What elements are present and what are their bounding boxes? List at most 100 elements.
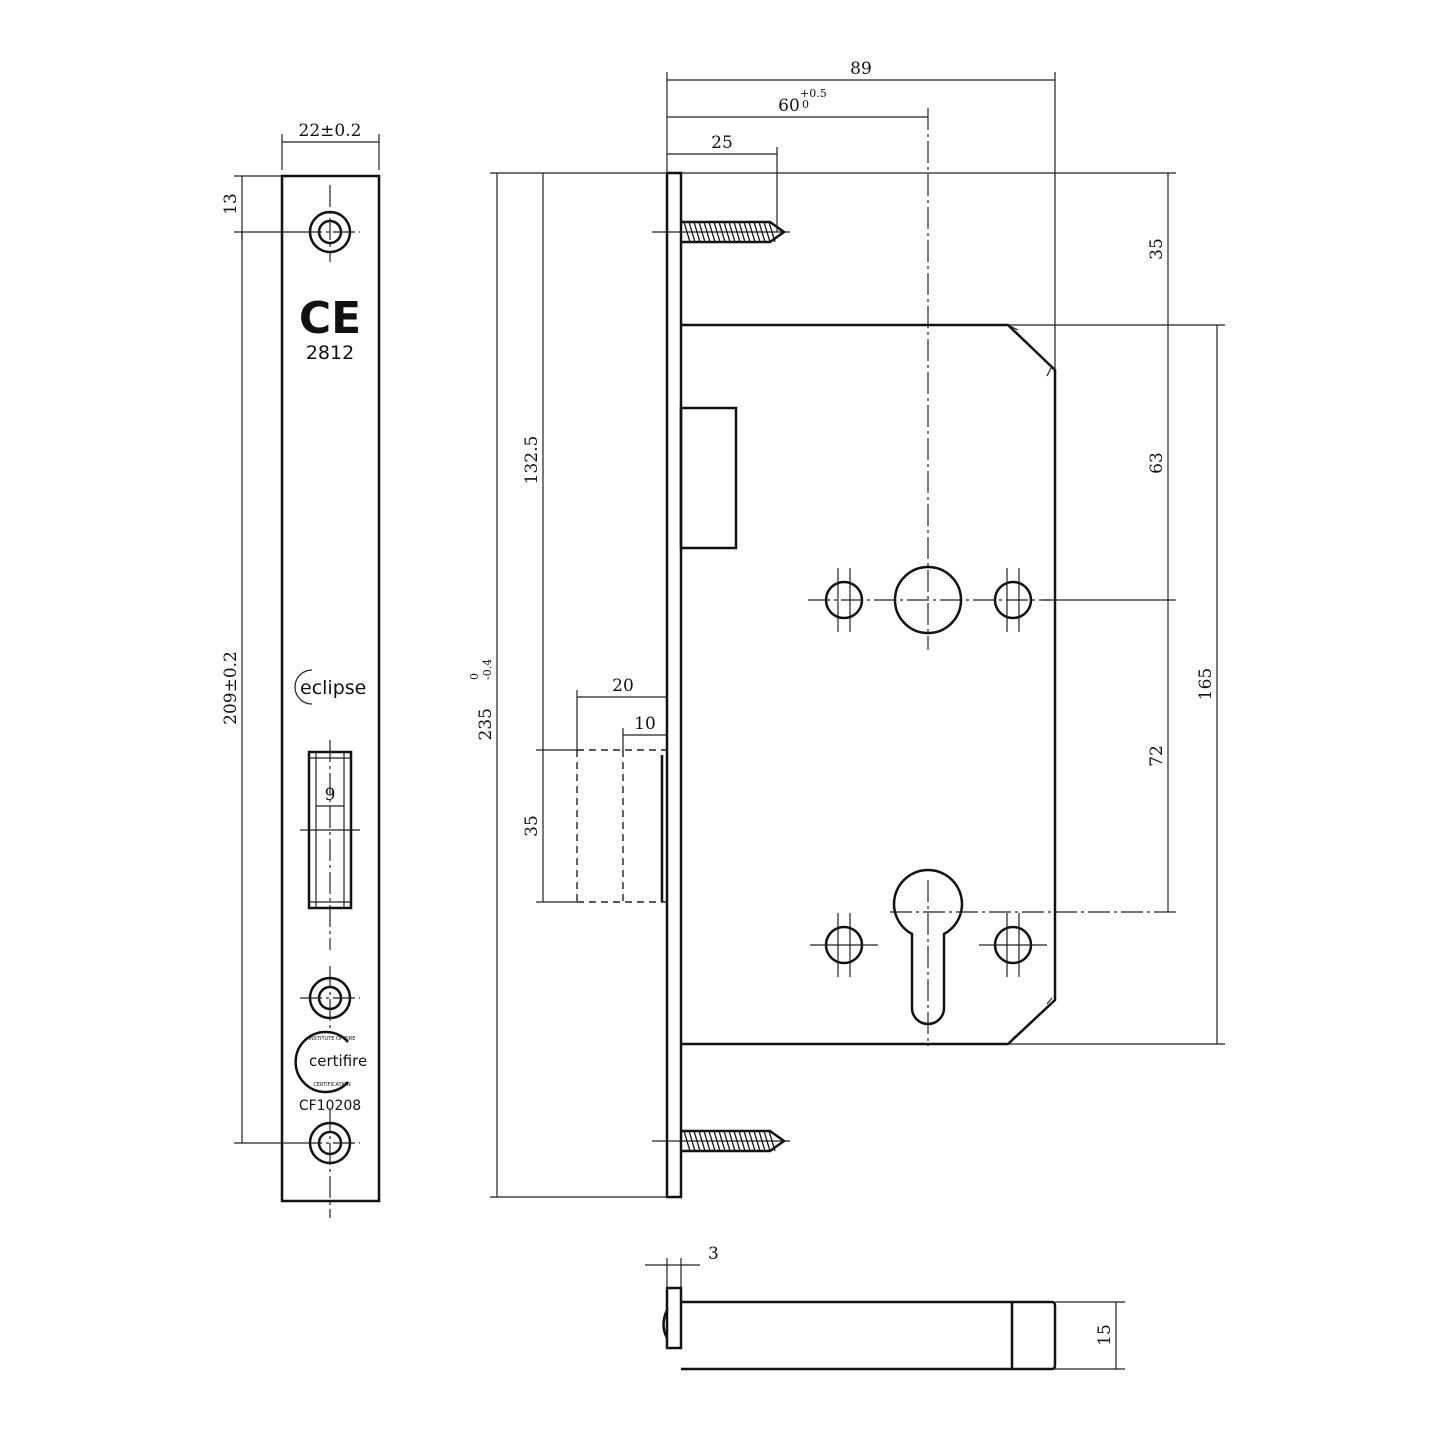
lock-case <box>681 323 1057 1046</box>
latch-slot: 9 <box>300 740 360 950</box>
bolt-inner-dimension: 10 <box>622 714 667 750</box>
faceplate-front-view: CE 2812 eclipse 9 cer <box>280 174 381 1218</box>
upper-spacing-label: 63 <box>1147 452 1167 474</box>
backset-tol-lower: 0 <box>802 98 809 111</box>
screw-thread-line <box>703 221 711 243</box>
screw-thread-line <box>738 221 746 243</box>
lower-spacing-label: 72 <box>1147 745 1167 767</box>
screw-thread-line <box>708 1130 716 1152</box>
latch-height-dimension: 132.5 <box>522 173 544 902</box>
fixing-hole-lower-left <box>810 913 878 977</box>
eclipse-logo: eclipse <box>294 669 366 705</box>
bolt-height-dimension: 35 <box>522 749 577 903</box>
faceplate-screw-hole-top <box>300 185 360 262</box>
plate-thickness-dimension: 3 <box>645 1244 719 1288</box>
hidden-deadbolt <box>576 749 667 903</box>
screw-thread-line <box>733 1130 741 1152</box>
screw-thread-line <box>743 221 751 243</box>
screw-thread-line <box>718 1130 726 1152</box>
certifire-logo: certifire INSTITUTE OF FIRE CERTIFICATIO… <box>294 1030 367 1094</box>
screw-thread-line <box>768 221 776 243</box>
certifire-logo-text: certifire <box>309 1052 367 1070</box>
latch-bolt <box>679 406 738 550</box>
screw-thread-line <box>698 221 706 243</box>
screw-thread-line <box>748 1130 756 1152</box>
slot-width-dim: 9 <box>325 785 336 805</box>
bolt-thickness-label: 15 <box>1095 1324 1115 1346</box>
screw-length-label: 25 <box>711 133 733 153</box>
fixing-hole-upper-right <box>993 568 1033 632</box>
faceplate-screw-hole-bottom <box>300 1110 360 1218</box>
overall-depth-label: 89 <box>850 59 872 79</box>
screw-thread-line <box>683 1130 691 1152</box>
screw-thread-line <box>763 221 771 243</box>
screw-thread-line <box>753 1130 761 1152</box>
plate-height-tol-lower: -0.4 <box>481 659 494 680</box>
bolt-throw-dimension: 20 <box>576 676 667 750</box>
bolt-inner-label: 10 <box>634 714 656 734</box>
backset-tol-upper: +0.5 <box>800 87 827 100</box>
plate-thickness-label: 3 <box>708 1244 719 1264</box>
screw-thread-line <box>753 221 761 243</box>
bolt-height-label: 35 <box>522 815 542 837</box>
screw-thread-line <box>693 221 701 243</box>
top-offset-label: 35 <box>1147 238 1167 260</box>
fixing-hole-upper-left <box>824 568 864 632</box>
screw-thread-line <box>728 1130 736 1152</box>
screw-thread-line <box>693 1130 701 1152</box>
backset-label: 60 <box>778 96 800 116</box>
screw-thread-line <box>738 1130 746 1152</box>
lock-side-view <box>576 108 1160 1199</box>
ce-mark: CE <box>299 293 361 344</box>
screw-thread-line <box>713 1130 721 1152</box>
screw-thread-line <box>768 1130 776 1152</box>
screw-thread-line <box>728 221 736 243</box>
bottom-screw <box>652 1129 790 1153</box>
screw-thread-line <box>723 221 731 243</box>
cylinder-hole <box>890 868 1160 1046</box>
certifire-ring-bottom: CERTIFICATION <box>313 1082 351 1088</box>
screw-thread-line <box>698 1130 706 1152</box>
screw-thread-line <box>703 1130 711 1152</box>
vertical-right-dimensions: 35 63 72 165 <box>681 172 1225 1045</box>
overall-depth-dimension: 89 <box>666 59 1056 370</box>
screw-thread-line <box>748 221 756 243</box>
fixing-hole-lower-right <box>979 913 1047 977</box>
screw-thread-line <box>758 1130 766 1152</box>
screw-thread-line <box>683 221 691 243</box>
screw-thread-line <box>758 221 766 243</box>
case-height-label: 165 <box>1196 668 1216 700</box>
plate-height-label: 235 <box>476 708 496 740</box>
cert-code: CF10208 <box>299 1098 361 1114</box>
top-screw <box>652 220 790 244</box>
follower-hole <box>808 108 1050 650</box>
hole-span-dimension: 209±0.2 <box>221 232 300 1144</box>
screw-thread-line <box>733 221 741 243</box>
top-hole-dimension: 13 <box>221 175 300 240</box>
backset-dimension: 60 +0.5 0 <box>667 87 928 118</box>
eclipse-logo-text: eclipse <box>300 677 366 699</box>
ce-number: 2812 <box>306 342 354 364</box>
plate-height-tol-upper: 0 <box>468 673 481 680</box>
faceplate-width-dimension: 22±0.2 <box>281 121 380 170</box>
screw-thread-line <box>713 221 721 243</box>
hole-span-label: 209±0.2 <box>221 651 241 725</box>
faceplate-width-label: 22±0.2 <box>299 121 362 141</box>
screw-thread-line <box>763 1130 771 1152</box>
latch-height-label: 132.5 <box>522 436 542 485</box>
screw-length-dimension: 25 <box>667 133 778 232</box>
screw-thread-line <box>743 1130 751 1152</box>
screw-thread-line <box>723 1130 731 1152</box>
bolt-thickness-dimension: 15 <box>1055 1301 1125 1370</box>
faceplate-screw-hole-middle <box>300 966 360 1028</box>
screw-thread-line <box>688 1130 696 1152</box>
bottom-view <box>662 1286 1057 1371</box>
top-hole-label: 13 <box>221 193 241 215</box>
bolt-throw-label: 20 <box>612 676 634 696</box>
screw-thread-line <box>708 221 716 243</box>
screw-thread-line <box>718 221 726 243</box>
screw-thread-line <box>688 221 696 243</box>
certifire-ring-top: INSTITUTE OF FIRE <box>309 1036 356 1042</box>
plate-height-dimension: 235 0 -0.4 <box>468 172 667 1198</box>
